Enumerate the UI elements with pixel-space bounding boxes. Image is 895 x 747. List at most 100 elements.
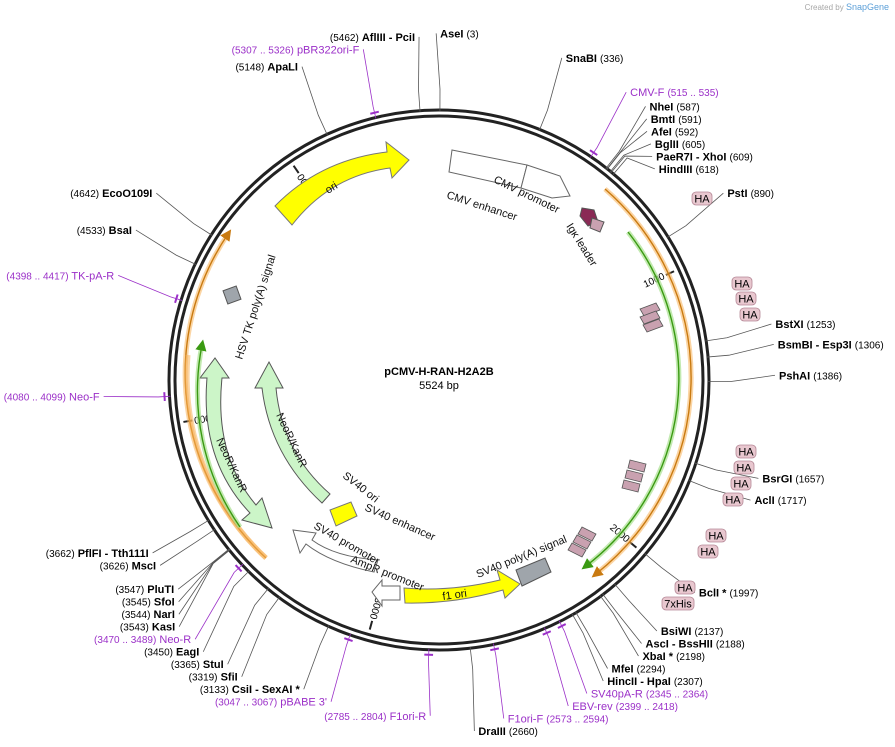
site-leader [612,157,655,176]
site-xbai[interactable]: XbaI * (2198) [642,651,705,663]
tag-label: HA [725,495,741,507]
site-paer7i-xhoi[interactable]: PaeR7I - XhoI (609) [656,151,753,163]
site-psti[interactable]: PstI (890) [727,188,774,200]
site-bmti[interactable]: BmtI (591) [651,114,702,126]
primer-leader [118,275,183,301]
label-position: (2307) [674,677,703,688]
tag-badge[interactable] [733,460,755,475]
label-position: (1386) [813,371,842,382]
feature-ori[interactable] [274,140,410,226]
label-name: HincII - HpaI [607,676,671,688]
backbone-inner [173,114,705,646]
tag-badge[interactable] [739,307,761,322]
site-asci-bsshii[interactable]: AscI - BssHII (2188) [646,639,745,651]
feature-f1-ori[interactable] [403,568,521,604]
site-leader [609,143,652,173]
tag-badge[interactable] [731,276,753,291]
site-sfoi[interactable]: (3545) SfoI [122,597,175,609]
label-position: (3365) [171,660,200,671]
tag-label: 7xHis [664,599,692,611]
tag-label: HA [733,479,749,491]
tag-badge[interactable] [730,476,752,491]
tag-badge[interactable] [661,596,695,611]
site-bglii[interactable]: BglII (605) [655,139,705,151]
feature-sv40-ori[interactable] [329,501,358,527]
site-stui[interactable]: (3365) StuI [171,659,224,671]
primer-tk-pa-r[interactable]: (4398 .. 4417) TK-pA-R [6,270,114,282]
tag-badge[interactable] [691,191,713,206]
feature-neor-kanr-inner[interactable] [254,360,331,504]
site-acli[interactable]: AclI (1717) [754,495,806,507]
feature-igk-leader-2[interactable] [589,217,605,233]
site-draiii[interactable]: DraIII (2660) [478,726,537,738]
site-hindiii[interactable]: HindIII (618) [659,164,719,176]
label-name: EcoO109I [102,188,152,200]
site-asei[interactable]: AseI (3) [440,28,479,40]
tag-badge[interactable] [705,528,727,543]
site-afei[interactable]: AfeI (592) [651,126,698,138]
site-bsrgi[interactable]: BsrGI (1657) [762,473,824,485]
site-pshai[interactable]: PshAI (1386) [779,370,842,382]
tag-badge[interactable] [735,291,757,306]
site-sfii[interactable]: (3319) SfiI [189,672,238,684]
tag-badge[interactable] [735,444,757,459]
primer-f1ori-r[interactable]: (2785 .. 2804) F1ori-R [324,711,426,723]
site-pflfi-tth111i[interactable]: (3662) PflFI - Tth111I [46,548,149,560]
site-bstxi[interactable]: BstXI (1253) [775,319,835,331]
label-position: (1657) [795,474,824,485]
site-leader [152,519,210,554]
feature-hsv-tk-polya-box[interactable] [222,285,242,305]
label-position: (5462) [330,33,359,44]
label-name: pBABE 3' [280,697,327,709]
site-bsai[interactable]: (4533) BsaI [77,225,132,237]
feature-ampr-promoter[interactable] [371,578,401,608]
label-position: (3470 .. 3489) [94,635,156,646]
primer-f1ori-f[interactable]: F1ori-F (2573 .. 2594) [508,714,609,726]
site-pluti[interactable]: (3547) PluTI [115,584,174,596]
label-position: (3133) [200,685,229,696]
site-apali[interactable]: (5148) ApaLI [235,62,298,74]
primer-pbr322ori-f[interactable]: (5307 .. 5326) pBR322ori-F [232,44,360,56]
site-snabi[interactable]: SnaBI (336) [566,53,624,65]
site-afliii-pcii[interactable]: (5462) AflIII - PciI [330,32,415,44]
label-name: PaeR7I - XhoI [656,151,726,163]
site-leader [614,583,658,632]
label-position: (3626) [100,561,129,572]
label-position: (2294) [637,665,666,676]
feature-cmv-promoter[interactable] [520,164,571,199]
site-leader [135,229,197,265]
site-nari[interactable]: (3544) NarI [122,609,175,621]
site-nhei[interactable]: NheI (587) [650,101,700,113]
tag-badge[interactable] [722,492,744,507]
label-name: PshAI [779,370,810,382]
primer-cmv-f[interactable]: CMV-F (515 .. 535) [630,87,718,99]
label-position: (1717) [778,496,807,507]
feature-neor-kanr-outer[interactable] [199,357,273,529]
primer-ebv-rev[interactable]: EBV-rev (2399 .. 2418) [572,701,678,713]
label-name: AseI [440,28,463,40]
site-msci[interactable]: (3626) MscI [100,560,156,572]
ha-tag-cluster-2 [621,459,647,493]
site-ecoo109i[interactable]: (4642) EcoO109I [70,188,152,200]
primer-neo-r[interactable]: (3470 .. 3489) Neo-R [94,634,191,646]
primer-neo-f[interactable]: (4080 .. 4099) Neo-F [4,391,100,403]
primer-sv40pa-r[interactable]: SV40pA-R (2345 .. 2364) [591,689,708,701]
label-position: (1253) [807,320,836,331]
label-name: ApaLI [267,62,298,74]
label-name: Neo-F [69,391,100,403]
site-mfei[interactable]: MfeI (2294) [612,664,666,676]
site-bsmbi-esp3i[interactable]: BsmBI - Esp3I (1306) [778,339,884,351]
site-bcli[interactable]: BclI * (1997) [699,588,758,600]
site-eagi[interactable]: (3450) EagI [144,647,199,659]
site-kasi[interactable]: (3543) KasI [120,622,175,634]
tag-badge[interactable] [697,544,719,559]
site-bsiwi[interactable]: BsiWI (2137) [661,626,724,638]
site-csii-sexai[interactable]: (3133) CsiI - SexAI * [200,684,301,696]
site-hincii-hpai[interactable]: HincII - HpaI (2307) [607,676,703,688]
label-name: MscI [132,560,156,572]
label-position: (336) [600,54,623,65]
feature-sv40-promoter[interactable] [292,529,379,573]
tag-badge[interactable] [674,580,696,595]
primer-pbabe-3[interactable]: (3047 .. 3067) pBABE 3' [215,697,327,709]
feature-sv40-polya[interactable] [515,557,552,587]
